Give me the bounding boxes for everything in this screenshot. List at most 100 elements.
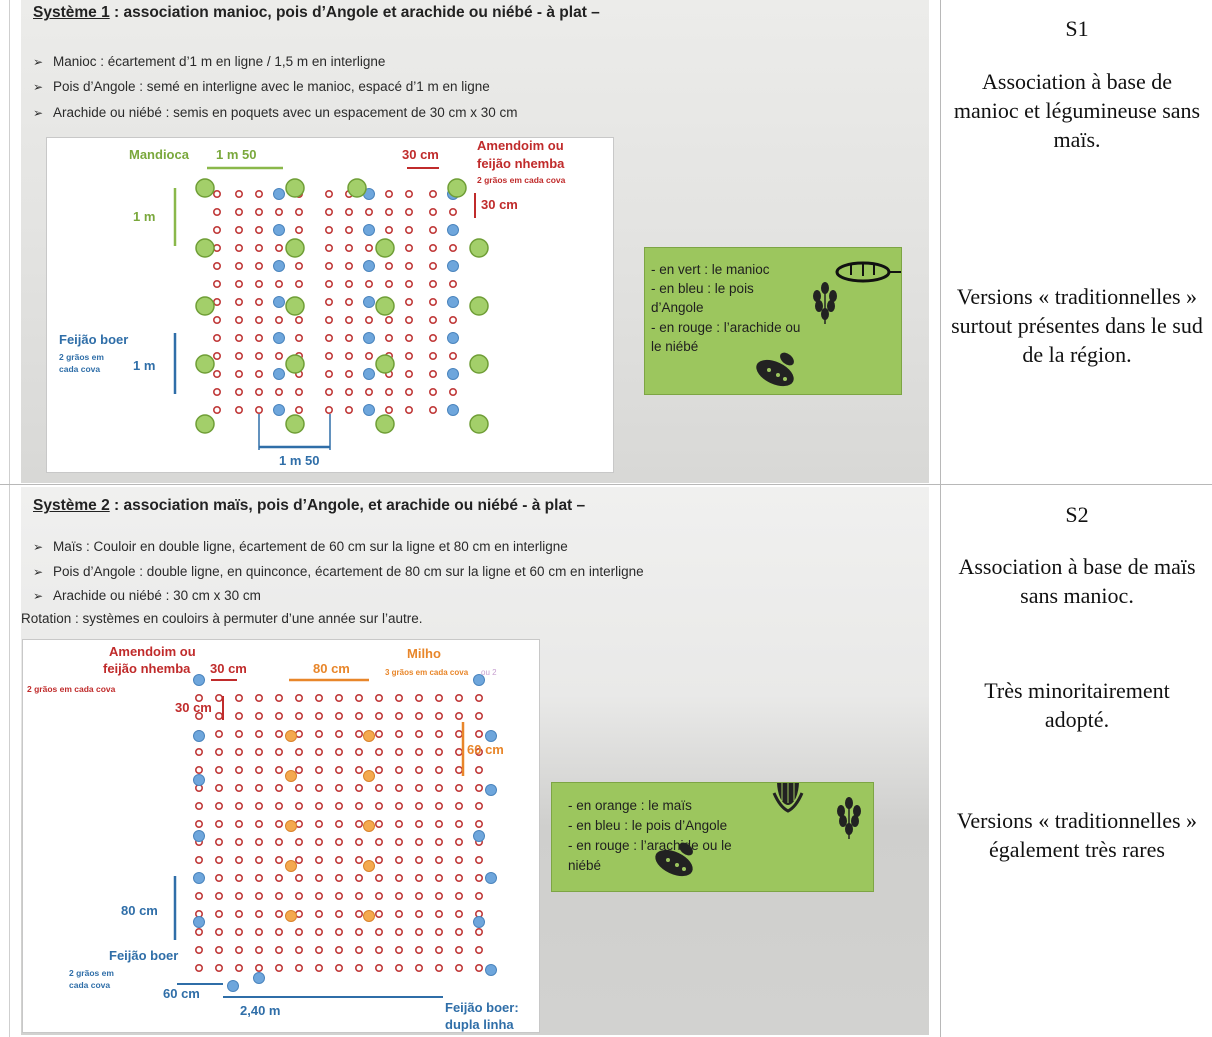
groundnut-marker <box>344 352 353 361</box>
groundnut-marker <box>354 802 363 811</box>
label-feijao-nhemba: feijão nhemba <box>477 156 565 171</box>
system1-diagram-svg: Mandioca 1 m 50 30 cm Amendoim ou feijão… <box>59 138 566 468</box>
groundnut-marker <box>275 712 284 721</box>
groundnut-marker <box>364 208 373 217</box>
groundnut-marker <box>354 730 363 739</box>
groundnut-marker <box>314 802 323 811</box>
system2-planting-diagram: Amendoim ou feijão nhemba 2 grãos em cad… <box>22 639 540 1033</box>
label-2graos-em: 2 grãos em <box>59 352 104 362</box>
cassava-marker <box>195 414 215 434</box>
groundnut-marker <box>213 352 222 361</box>
groundnut-marker <box>213 262 222 271</box>
groundnut-marker <box>314 945 323 954</box>
groundnut-marker <box>294 927 303 936</box>
system1-title-prefix: Système 1 <box>33 4 110 21</box>
legend-item-pois-cont: d’Angole <box>651 300 704 315</box>
groundnut-marker <box>213 405 222 414</box>
groundnut-marker <box>448 316 457 325</box>
pigeon-pea-marker <box>273 368 285 380</box>
groundnut-marker <box>474 874 483 883</box>
groundnut-marker <box>434 712 443 721</box>
groundnut-marker <box>454 784 463 793</box>
groundnut-marker <box>454 909 463 918</box>
groundnut-marker <box>414 730 423 739</box>
groundnut-marker <box>195 820 204 829</box>
groundnut-marker <box>275 945 284 954</box>
groundnut-marker <box>394 730 403 739</box>
pigeon-pea-marker <box>447 224 459 236</box>
pigeon-pea-marker <box>273 224 285 236</box>
groundnut-marker <box>275 693 284 702</box>
groundnut-marker <box>235 909 244 918</box>
label-dupla-linha: dupla linha <box>445 1017 514 1032</box>
groundnut-marker <box>314 748 323 757</box>
groundnut-marker <box>394 963 403 972</box>
groundnut-marker <box>448 352 457 361</box>
label-30cm-left: 30 cm <box>175 700 212 715</box>
groundnut-marker <box>255 208 264 217</box>
pigeon-pea-marker <box>193 830 205 842</box>
groundnut-marker <box>235 693 244 702</box>
groundnut-marker <box>255 712 264 721</box>
groundnut-marker <box>324 298 333 307</box>
groundnut-marker <box>404 352 413 361</box>
groundnut-marker <box>235 208 244 217</box>
pigeon-pea-marker <box>485 784 497 796</box>
groundnut-marker <box>414 838 423 847</box>
label-80cm: 80 cm <box>313 661 350 676</box>
pigeon-pea-icon <box>837 797 861 839</box>
groundnut-marker <box>474 856 483 865</box>
groundnut-marker <box>394 748 403 757</box>
groundnut-marker <box>275 748 284 757</box>
groundnut-marker <box>414 945 423 954</box>
groundnut-marker <box>354 748 363 757</box>
s2-code: S2 <box>1065 502 1089 527</box>
arrow-bullet-icon: ➢ <box>33 80 44 94</box>
groundnut-marker <box>454 856 463 865</box>
groundnut-marker <box>434 730 443 739</box>
groundnut-marker <box>235 784 244 793</box>
groundnut-marker <box>364 352 373 361</box>
pigeon-pea-marker <box>473 830 485 842</box>
groundnut-marker <box>195 712 204 721</box>
pigeon-pea-marker <box>273 188 285 200</box>
groundnut-marker <box>414 766 423 775</box>
groundnut-marker <box>294 838 303 847</box>
groundnut-marker <box>344 405 353 414</box>
pigeon-pea-marker <box>363 260 375 272</box>
pigeon-pea-marker <box>273 404 285 416</box>
groundnut-marker <box>213 244 222 253</box>
groundnut-marker <box>195 693 204 702</box>
groundnut-marker <box>414 802 423 811</box>
groundnut-marker <box>314 838 323 847</box>
groundnut-marker <box>334 766 343 775</box>
legend-item-mais: - en orange : le maïs <box>568 798 692 813</box>
groundnut-marker <box>294 963 303 972</box>
groundnut-marker <box>454 693 463 702</box>
groundnut-marker <box>294 945 303 954</box>
groundnut-marker <box>255 262 264 271</box>
cassava-marker <box>447 178 467 198</box>
groundnut-marker <box>454 874 463 883</box>
groundnut-marker <box>384 226 393 235</box>
groundnut-marker <box>404 298 413 307</box>
pigeon-pea-marker <box>273 332 285 344</box>
groundnut-marker <box>334 712 343 721</box>
label-1m50-bottom: 1 m 50 <box>279 453 319 468</box>
groundnut-marker <box>394 766 403 775</box>
groundnut-marker <box>255 730 264 739</box>
system2-rotation: Rotation : systèmes en couloirs à permut… <box>21 611 423 626</box>
groundnut-marker <box>215 856 224 865</box>
groundnut-marker <box>294 856 303 865</box>
groundnut-marker <box>324 316 333 325</box>
legend-item-arachide-cont: le niébé <box>651 339 699 354</box>
maize-marker <box>285 860 297 872</box>
groundnut-marker <box>354 838 363 847</box>
groundnut-marker <box>434 784 443 793</box>
pigeon-pea-marker <box>193 774 205 786</box>
groundnut-marker <box>275 820 284 829</box>
system2-bullet: ➢Pois d’Angole : double ligne, en quinco… <box>33 564 644 579</box>
groundnut-marker <box>255 909 264 918</box>
groundnut-marker <box>414 693 423 702</box>
label-2graos: 2 grãos em cada cova <box>27 684 116 694</box>
